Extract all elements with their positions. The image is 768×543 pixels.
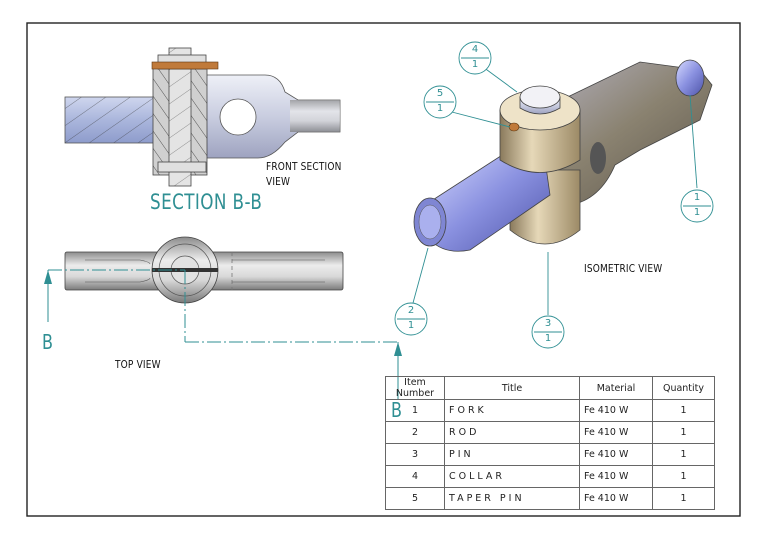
front-section-view	[64, 47, 341, 187]
table-row: 1 FORK Fe 410 W 1	[385, 399, 715, 422]
bill-of-materials: Item Number Title Material Quantity 1 FO…	[385, 376, 715, 510]
isometric-view-label: ISOMETRIC VIEW	[584, 262, 663, 275]
bom-material: Fe 410 W	[579, 465, 653, 488]
isometric-view	[413, 59, 713, 252]
bom-header-material: Material	[579, 376, 653, 400]
iso-taper-pin	[508, 122, 520, 132]
top-view-label: TOP VIEW	[115, 358, 161, 371]
front-section-label-line1: FRONT SECTION	[266, 160, 342, 173]
balloon-2-qty: 1	[407, 320, 415, 331]
bom-title: FORK	[444, 399, 580, 422]
balloon-1-item: 1	[693, 192, 701, 203]
balloon-5-item: 5	[436, 88, 444, 99]
balloon-4-qty: 1	[471, 59, 479, 70]
bom-qty: 1	[652, 443, 715, 466]
bom-title: PIN	[444, 443, 580, 466]
balloons	[394, 41, 714, 349]
balloon-2-item: 2	[407, 305, 415, 316]
table-row: 2 ROD Fe 410 W 1	[385, 421, 715, 444]
bom-material: Fe 410 W	[579, 399, 653, 422]
table-row: 4 COLLAR Fe 410 W 1	[385, 465, 715, 488]
bom-material: Fe 410 W	[579, 487, 653, 510]
bom-header-row: Item Number Title Material Quantity	[385, 376, 715, 400]
bom-item: 5	[385, 487, 445, 510]
cut-letter-right: B	[391, 398, 402, 422]
top-view	[64, 236, 344, 304]
cut-letter-left: B	[42, 330, 53, 354]
leaders	[412, 66, 698, 315]
balloon-3-item: 3	[544, 318, 552, 329]
table-row: 3 PIN Fe 410 W 1	[385, 443, 715, 466]
bom-title: ROD	[444, 421, 580, 444]
balloon-1-qty: 1	[693, 207, 701, 218]
balloon-4-item: 4	[471, 44, 479, 55]
bom-qty: 1	[652, 487, 715, 510]
front-section-label-line2: VIEW	[266, 175, 291, 188]
table-row: 5 TAPER PIN Fe 410 W 1	[385, 487, 715, 510]
bom-item: 2	[385, 421, 445, 444]
bom-title: COLLAR	[444, 465, 580, 488]
taper-pin-section	[151, 61, 219, 70]
bom-header-quantity: Quantity	[652, 376, 715, 400]
bom-material: Fe 410 W	[579, 421, 653, 444]
bom-item: 3	[385, 443, 445, 466]
bom-qty: 1	[652, 399, 715, 422]
bom-material: Fe 410 W	[579, 443, 653, 466]
cutting-plane	[44, 269, 402, 400]
bom-title: TAPER PIN	[444, 487, 580, 510]
sheet-border	[26, 22, 741, 517]
bom-qty: 1	[652, 421, 715, 444]
bom-qty: 1	[652, 465, 715, 488]
iso-pin-head	[519, 85, 561, 109]
bom-header-item: Item Number	[385, 376, 445, 400]
bom-header-title: Title	[444, 376, 580, 400]
bom-item: 4	[385, 465, 445, 488]
balloon-3-qty: 1	[544, 333, 552, 344]
balloon-5-qty: 1	[436, 103, 444, 114]
section-title: SECTION B-B	[150, 190, 263, 214]
